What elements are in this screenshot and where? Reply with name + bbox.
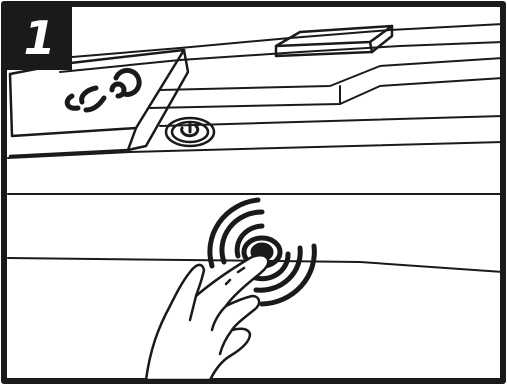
step-number-badge: 1 bbox=[6, 6, 72, 70]
device-housing bbox=[60, 24, 503, 126]
step-number: 1 bbox=[23, 15, 54, 61]
power-button-icon bbox=[166, 118, 214, 146]
concentric-arcs-icon bbox=[67, 70, 139, 110]
pointing-finger-icon bbox=[146, 255, 268, 380]
panel-border bbox=[4, 4, 503, 381]
